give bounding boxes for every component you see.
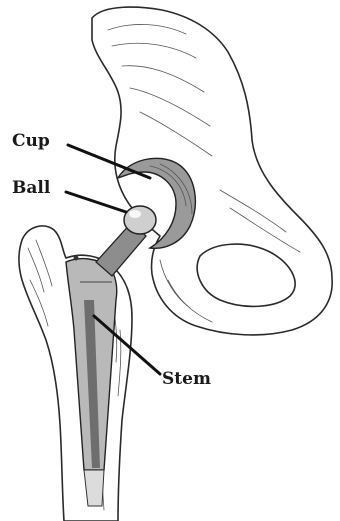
stem-label: Stem xyxy=(162,369,211,389)
cup-label: Cup xyxy=(12,131,50,151)
ball-label: Ball xyxy=(12,178,51,198)
